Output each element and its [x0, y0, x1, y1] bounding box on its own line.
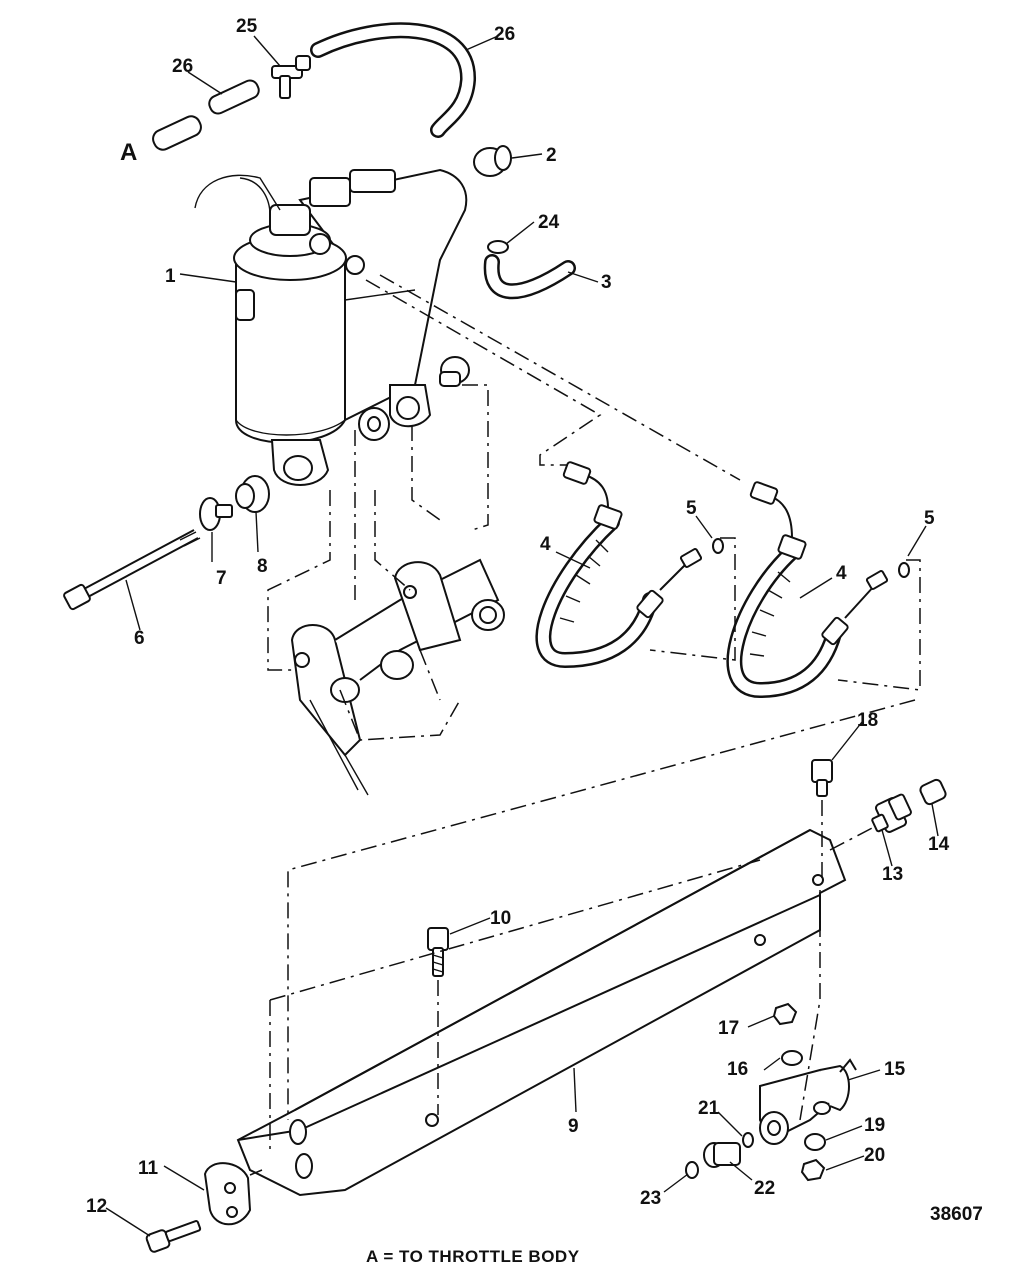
regulator-fitting-22	[703, 1142, 741, 1168]
rail-clip	[203, 1162, 252, 1226]
leader-lines	[105, 35, 939, 1237]
fuel-pressure-regulator	[759, 1058, 857, 1145]
callout-16: 16	[727, 1059, 748, 1080]
callout-18: 18	[857, 710, 878, 731]
hose-clamp	[487, 240, 509, 254]
fuel-cooler-assembly	[194, 168, 468, 486]
mount-grommet-upper	[358, 407, 390, 441]
callout-26-left: 26	[172, 56, 193, 77]
rail-screw	[427, 927, 449, 977]
regulator-o-ring-23	[685, 1161, 699, 1179]
regulator-nut-20	[800, 1158, 826, 1182]
callout-15: 15	[884, 1059, 906, 1080]
callout-3: 3	[601, 272, 612, 293]
o-ring-left	[712, 538, 724, 554]
callout-4-right: 4	[836, 563, 847, 584]
callout-25: 25	[236, 16, 258, 37]
callout-5-right: 5	[924, 508, 935, 529]
callout-24: 24	[538, 212, 560, 233]
o-ring-right	[898, 562, 910, 578]
callout-22: 22	[754, 1178, 775, 1199]
regulator-screw	[811, 759, 833, 797]
mounting-bracket	[290, 558, 505, 796]
rail-clip-screw	[145, 1220, 202, 1253]
callout-4-left: 4	[540, 534, 551, 555]
vent-hose-short-lower	[152, 115, 202, 151]
callout-9: 9	[568, 1116, 579, 1137]
callout-23: 23	[640, 1188, 661, 1209]
mount-bolt	[63, 529, 201, 611]
callout-13: 13	[882, 864, 903, 885]
tee-fitting	[271, 55, 311, 99]
pressure-sensor	[871, 793, 912, 833]
callout-26-right: 26	[494, 24, 515, 45]
sensor-cap	[919, 778, 947, 806]
mount-grommet-lower	[235, 475, 270, 513]
callout-10: 10	[490, 908, 511, 929]
alignment-lines	[249, 274, 921, 1176]
diagram-caption: A = TO THROTTLE BODY	[366, 1247, 580, 1266]
regulator-o-ring-21	[742, 1132, 754, 1148]
vent-hose-long	[310, 22, 477, 138]
drain-hose	[483, 254, 576, 300]
callout-19: 19	[864, 1115, 885, 1136]
callout-21: 21	[698, 1098, 720, 1119]
regulator-washer-19	[804, 1133, 826, 1151]
mount-washer	[199, 497, 233, 531]
callout-20: 20	[864, 1145, 885, 1166]
callout-17: 17	[718, 1018, 739, 1039]
callout-5-left: 5	[686, 498, 697, 519]
mount-stud	[439, 356, 470, 387]
callout-2: 2	[546, 145, 557, 166]
figure-number: 38607	[930, 1204, 983, 1225]
callout-7: 7	[216, 568, 227, 589]
bracket-hidden-lines	[339, 649, 461, 741]
callout-11: 11	[138, 1158, 159, 1179]
callout-8: 8	[257, 556, 268, 577]
grommet-2	[473, 145, 512, 177]
marker-a: A	[120, 139, 137, 166]
fuel-hose-right	[726, 481, 889, 699]
callout-12: 12	[86, 1196, 107, 1217]
callout-labels: 1 2 3 4 4 5 5 6 7 8 9 10 11 12 13 14 15 …	[86, 16, 950, 1217]
regulator-o-ring-16	[781, 1050, 803, 1066]
vent-hose-short-upper	[208, 79, 260, 115]
callout-1: 1	[165, 266, 176, 287]
callout-14: 14	[928, 834, 950, 855]
regulator-nut-17	[772, 1002, 798, 1026]
fuel-hose-left	[535, 461, 703, 669]
callout-6: 6	[134, 628, 145, 649]
